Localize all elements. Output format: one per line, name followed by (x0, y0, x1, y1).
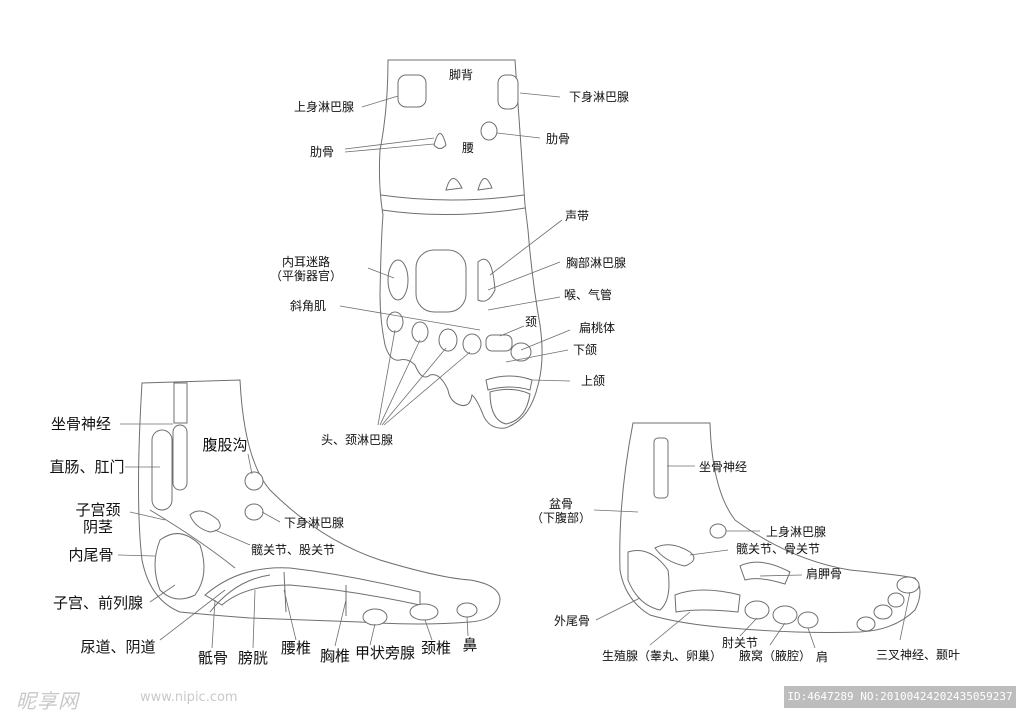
upper-lymph-zone (397, 74, 427, 108)
label-inner-coccyx: 内尾骨 (68, 546, 113, 564)
label-jiaobei: 脚背 (449, 67, 473, 82)
parathyroid-zone (362, 608, 388, 626)
label-inner-ear: 内耳迷路 (282, 254, 330, 269)
label-chest-lymph: 胸部淋巴腺 (566, 255, 626, 270)
label-neck: 颈 (525, 315, 537, 329)
label-hip-joint-outer: 髋关节、骨关节 (736, 541, 820, 556)
gonad-zone (674, 589, 741, 613)
toe-lymph-3 (438, 328, 458, 352)
label-vocal-cord: 声带 (565, 209, 589, 223)
label-rib-right: 肋骨 (546, 131, 570, 146)
label-scalene: 斜角肌 (290, 299, 326, 313)
label-gonad: 生殖腺（睾丸、卵巢） (602, 648, 722, 663)
label-tonsil: 扁桃体 (579, 320, 615, 335)
upper-jaw-zone (489, 388, 531, 425)
scapula-zone (739, 561, 791, 585)
toe-lymph-4 (462, 333, 482, 355)
upper-lymph-zone-outer (709, 523, 727, 539)
label-lower-lymph-inner: 下身淋巴腺 (284, 515, 344, 530)
label-armpit: 腋窝（腋腔） (739, 648, 811, 663)
toe-lymph-1 (386, 311, 404, 333)
watermark-id: ID:4647289 NO:20100424202435059237 (784, 686, 1016, 708)
label-nose: 鼻 (462, 636, 477, 654)
label-pelvis-sub: （下腹部） (531, 510, 591, 525)
waist-zone (445, 178, 493, 191)
label-lower-lymph-top: 下身淋巴腺 (569, 89, 629, 104)
label-scapula: 肩胛骨 (806, 566, 842, 581)
outer-foot-view: 坐骨神经 盆骨 （下腹部） 上身淋巴腺 髋关节、骨关节 肩胛骨 外尾骨 肘关节 … (531, 422, 960, 664)
inner-foot-outline (138, 379, 501, 625)
outer-coccyx-zone (627, 550, 670, 611)
label-rib-left: 肋骨 (310, 144, 334, 159)
nose-zone (456, 602, 478, 618)
hip-joint-zone (189, 510, 221, 533)
label-sacrum: 骶骨 (198, 649, 228, 667)
shoulder-zone (797, 611, 819, 629)
rectum-zone (151, 429, 173, 511)
elbow-zone (744, 600, 770, 620)
label-upper-lymph-top: 上身淋巴腺 (294, 99, 354, 114)
uterus-zone (154, 533, 205, 600)
label-elbow: 肘关节 (722, 635, 758, 650)
tonsil-zone (510, 342, 532, 362)
top-foot-view: 脚背 上身淋巴腺 下身淋巴腺 肋骨 肋骨 腰 声带 内耳迷路 （平衡器官） 胸部… (270, 59, 629, 447)
label-head-neck-lymph: 头、颈淋巴腺 (321, 433, 393, 447)
label-lower-jaw: 下颌 (573, 342, 597, 357)
label-thoracic: 胸椎 (320, 647, 350, 665)
label-upper-lymph-outer: 上身淋巴腺 (766, 524, 826, 539)
label-penis: 阴茎 (83, 518, 113, 536)
armpit-zone (772, 605, 798, 625)
watermark-url: www.nipic.com (140, 690, 238, 705)
label-urethra: 尿道、阴道 (80, 638, 155, 656)
label-cervix: 子宫颈 (75, 501, 120, 519)
label-upper-jaw: 上颌 (581, 373, 605, 388)
outer-foot-outline (619, 422, 921, 633)
lower-lymph-zone-inner (244, 503, 264, 521)
lower-jaw-zone (485, 375, 533, 391)
watermark-logo: 昵享网 (16, 689, 79, 713)
top-foot-outline (378, 59, 543, 429)
toe-outer-1 (856, 616, 876, 632)
label-sciatic-inner: 坐骨神经 (51, 415, 111, 433)
label-inner-ear-sub: （平衡器官） (270, 268, 342, 283)
toe-lymph-2 (411, 321, 429, 343)
label-groin: 腹股沟 (202, 436, 247, 454)
hip-joint-zone-outer (654, 544, 695, 567)
label-cervical: 颈椎 (421, 639, 451, 657)
rib-left-zone (433, 133, 447, 149)
label-sciatic-outer: 坐骨神经 (699, 460, 747, 474)
sciatic-top-zone (173, 382, 188, 424)
label-waist: 腰 (462, 141, 474, 155)
ankle-band (380, 194, 526, 216)
inner-ear-zone (387, 259, 409, 301)
toe-outer-3 (887, 592, 905, 608)
label-trigeminal: 三叉神经、颞叶 (876, 648, 960, 662)
groin-zone (244, 471, 264, 491)
sciatic-zone-outer (653, 437, 669, 499)
label-outer-coccyx: 外尾骨 (554, 614, 590, 628)
toe-outer-4 (896, 576, 920, 594)
label-rectum: 直肠、肛门 (49, 458, 124, 476)
inner-foot-view: 坐骨神经 腹股沟 直肠、肛门 子宫颈 阴茎 下身淋巴腺 内尾骨 髋关节、股关节 … (49, 379, 501, 667)
label-hip-joint-inner: 髋关节、股关节 (251, 542, 335, 557)
label-parathyroid: 甲状旁腺 (355, 644, 415, 662)
head-zone (415, 249, 467, 313)
lower-lymph-zone (497, 74, 519, 110)
toe-outer-2 (873, 604, 893, 620)
label-bladder: 膀胱 (238, 649, 268, 667)
coccyx-line (149, 509, 236, 569)
neck-zone (485, 334, 513, 352)
label-pelvis: 盆骨 (549, 497, 573, 511)
sciatic-zone (172, 424, 188, 491)
label-throat: 喉、气管 (564, 287, 612, 302)
cervical-zone (409, 603, 439, 621)
label-uterus: 子宫、前列腺 (53, 594, 143, 612)
rib-right-zone (480, 121, 498, 141)
label-lumbar: 腰椎 (281, 639, 311, 657)
label-shoulder: 肩 (816, 649, 828, 664)
chest-lymph-zone (477, 258, 496, 302)
